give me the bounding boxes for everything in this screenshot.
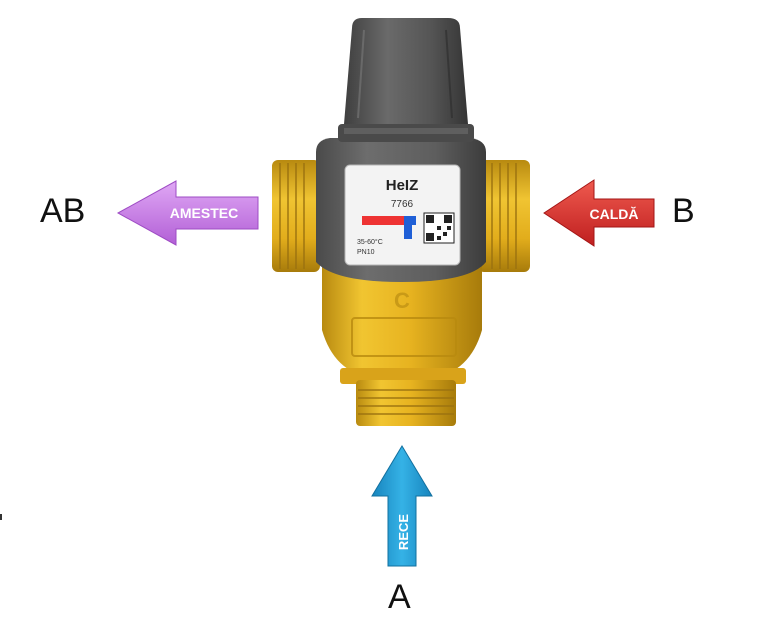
port-label-a: A xyxy=(388,578,411,616)
port-label-b: B xyxy=(672,192,695,230)
edge-speck xyxy=(0,514,2,520)
right-threaded-port xyxy=(478,160,530,272)
left-threaded-port xyxy=(272,160,320,272)
pressure-rating: PN10 xyxy=(357,249,375,256)
cap-collar xyxy=(338,124,474,142)
qr-code-icon xyxy=(423,212,455,244)
brand-logo: HeIZ xyxy=(386,177,419,194)
valve-lower-body: C xyxy=(322,262,482,378)
temperature-range: 35-60°C xyxy=(357,238,383,246)
model-number: 7766 xyxy=(391,199,414,210)
hot-arrow-label: CALDĂ xyxy=(590,206,639,222)
cold-arrow-label: RECE xyxy=(396,514,411,550)
hot-flow-arrow: CALDĂ xyxy=(543,179,655,247)
cold-flow-arrow: RECE xyxy=(371,445,433,567)
port-label-ab: AB xyxy=(40,192,86,230)
bottom-threaded-port xyxy=(340,368,466,426)
mix-arrow-label: AMESTEC xyxy=(170,205,238,221)
adjustment-cap[interactable] xyxy=(344,18,468,124)
mix-flow-arrow: AMESTEC xyxy=(116,180,259,246)
temperature-indicator-icon xyxy=(362,216,416,239)
body-mark: C xyxy=(394,288,410,313)
valve-label-plate: HeIZ 7766 35-60°C PN10 xyxy=(344,164,461,266)
